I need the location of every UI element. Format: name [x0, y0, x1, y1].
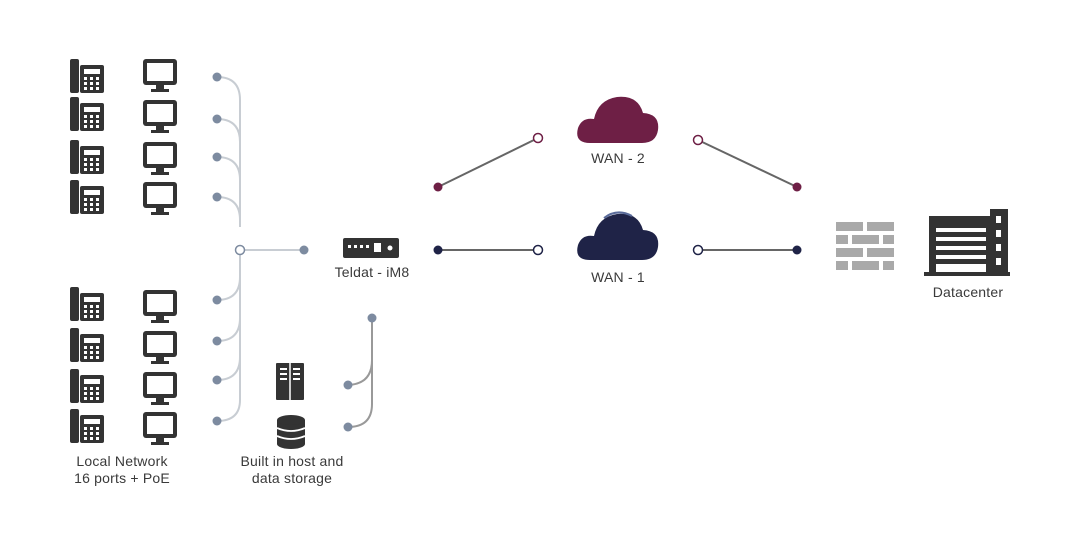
storage-label-line1: Built in host and [240, 453, 344, 469]
wan1-nodes [433, 244, 802, 256]
database-icon [276, 415, 306, 449]
cloud-icon-wan2 [577, 96, 659, 143]
wan2-label: WAN - 2 [591, 150, 645, 166]
server-icon [276, 363, 304, 400]
wan1-label: WAN - 1 [591, 269, 645, 285]
datacenter-label: Datacenter [932, 284, 1004, 300]
local-network-hub [234, 244, 246, 256]
storage-label: Built in host and data storage [222, 453, 362, 487]
datacenter-building-icon [924, 209, 1010, 276]
monitor-icon [143, 59, 177, 445]
desk-phone-icon [70, 59, 104, 443]
local-network-label-line2: 16 ports + PoE [74, 470, 170, 486]
wan-links [437, 137, 798, 251]
cloud-icon-wan1 [577, 211, 659, 260]
local-network-ports [212, 72, 377, 432]
storage-links [347, 318, 373, 428]
wan2-nodes [433, 132, 802, 192]
local-network-label-line1: Local Network [76, 453, 168, 469]
router-icon [343, 238, 399, 258]
router-label: Teldat - iM8 [334, 264, 410, 280]
storage-label-line2: data storage [251, 470, 333, 486]
firewall-icon [836, 222, 894, 270]
local-network-label: Local Network 16 ports + PoE [52, 453, 192, 487]
